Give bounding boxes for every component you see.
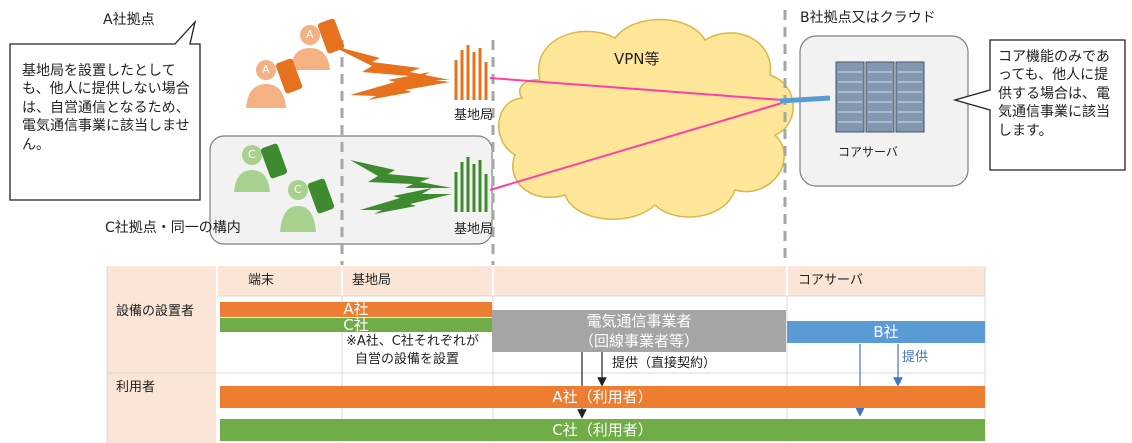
table-grid [106, 266, 986, 443]
row-header-installer: 設備の設置者 [116, 304, 195, 319]
terminal-letter: C [294, 183, 302, 196]
col-header-terminal: 端末 [248, 273, 275, 288]
provide-direct-label: 提供（直接契約） [612, 356, 717, 371]
note-line1: ※A社、C社それぞれが [346, 334, 479, 349]
callout-left-shape [9, 19, 201, 201]
vpn-cloud [498, 18, 794, 220]
link-a [489, 77, 783, 101]
radio-waves-a [330, 45, 450, 100]
row-header-user: 利用者 [116, 380, 156, 395]
radio-waves-c [350, 160, 452, 214]
link-c [489, 102, 783, 191]
c-site-label: C社拠点・同一の構内 [105, 220, 241, 236]
installer-bar-b: B社 [787, 321, 985, 343]
user-c-icon [234, 145, 316, 232]
core-server-icon [835, 61, 925, 133]
terminal-letter: A [306, 28, 314, 41]
installer-bar-a: A社 [220, 302, 492, 317]
carrier-line2: （回線事業者等） [578, 332, 699, 350]
base-station-bottom-label: 基地局 [454, 222, 494, 237]
user-a-icon [246, 25, 330, 108]
base-station-a-icon [454, 45, 488, 100]
link-core [779, 95, 831, 104]
smartphone-a-icon [275, 18, 345, 94]
vpn-label: VPN等 [614, 50, 660, 68]
b-site-label: B社拠点又はクラウド [800, 10, 936, 26]
user-bar-c: C社（利用者） [220, 419, 985, 441]
base-station-c-icon [454, 157, 488, 212]
installer-bar-c: C社 [220, 318, 492, 332]
provide-label: 提供 [902, 350, 929, 365]
base-station-top-label: 基地局 [454, 108, 494, 123]
installer-bar-carrier: 電気通信事業者 （回線事業者等） [492, 310, 786, 352]
a-site-label: A社拠点 [103, 12, 155, 28]
note-line2: 自営の設備を設置 [355, 352, 460, 367]
callout-right-text: コア機能のみであっても、他人に提供する場合は、電気通信事業に該当します。 [998, 49, 1110, 139]
carrier-line1: 電気通信事業者 [586, 312, 692, 330]
terminal-letter: C [248, 148, 256, 161]
terminal-letter: A [262, 63, 270, 76]
callout-left-text: 基地局を設置したとしても、他人に提供しない場合は、自営通信となるため、電気通信事… [22, 63, 190, 153]
col-header-base-station: 基地局 [352, 273, 392, 288]
user-bar-a: A社（利用者） [220, 386, 985, 408]
col-header-core-server: コアサーバ [798, 273, 863, 288]
core-server-label: コアサーバ [838, 145, 898, 159]
callout-right-shape [952, 39, 1126, 171]
smartphone-c-icon [260, 143, 335, 214]
